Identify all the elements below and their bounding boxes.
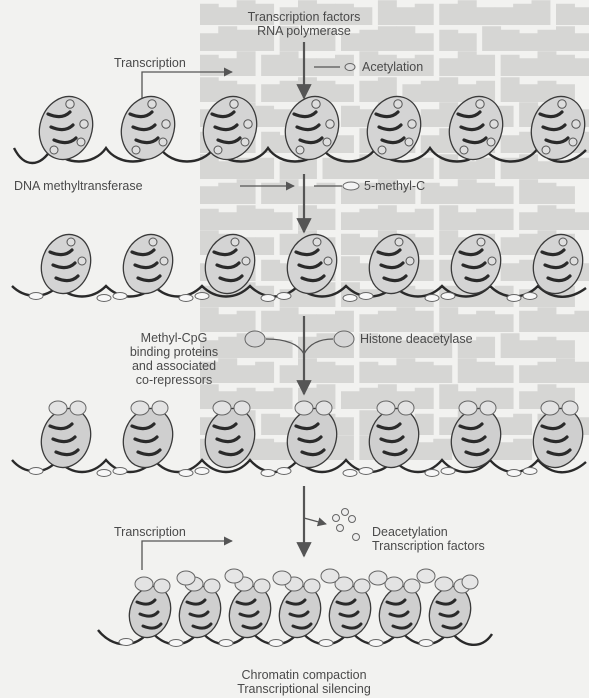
stage3-mbd-line-4: co-repressors: [108, 373, 240, 387]
stage4-tf-line: Transcription factors: [372, 539, 485, 553]
mbd-protein-symbol: [245, 331, 265, 347]
top-label: Transcription factors RNA polymerase: [214, 10, 394, 38]
stage3-mbd-label: Methyl-CpG binding proteins and associat…: [108, 331, 240, 387]
top-label-line-1: Transcription factors: [214, 10, 394, 24]
stage3-hdac-label: Histone deacetylase: [360, 332, 473, 346]
stage1-acetylation-label: Acetylation: [362, 60, 423, 74]
stage3-mbd-line-1: Methyl-CpG: [108, 331, 240, 345]
stage4-right-label: Deacetylation Transcription factors: [372, 525, 485, 553]
methyl-c-symbol: [343, 182, 359, 190]
stage3-mbd-line-3: and associated: [108, 359, 240, 373]
bottom-label: Chromatin compaction Transcriptional sil…: [214, 668, 394, 696]
stage1-transcription-label: Transcription: [114, 56, 186, 70]
hdac-symbol: [334, 331, 354, 347]
bottom-label-line-1: Chromatin compaction: [214, 668, 394, 682]
stage2-dnmt-label: DNA methyltransferase: [14, 179, 143, 193]
bottom-label-line-2: Transcriptional silencing: [214, 682, 394, 696]
acetylation-symbol: [345, 64, 355, 71]
transcription-arrow-2: [142, 541, 232, 570]
top-label-line-2: RNA polymerase: [214, 24, 394, 38]
stage3-mbd-line-2: binding proteins: [108, 345, 240, 359]
chromatin-row-acetylated: [14, 90, 589, 167]
chromatin-row-compacted: [98, 569, 492, 647]
chromatin-row-methylated: [12, 228, 589, 301]
stage4-transcription-label: Transcription: [114, 525, 186, 539]
stage2-methyl-c-label: 5-methyl-C: [364, 179, 425, 193]
stage4-deacetylation-line: Deacetylation: [372, 525, 485, 539]
chromatin-row-mbd-bound: [12, 401, 589, 477]
